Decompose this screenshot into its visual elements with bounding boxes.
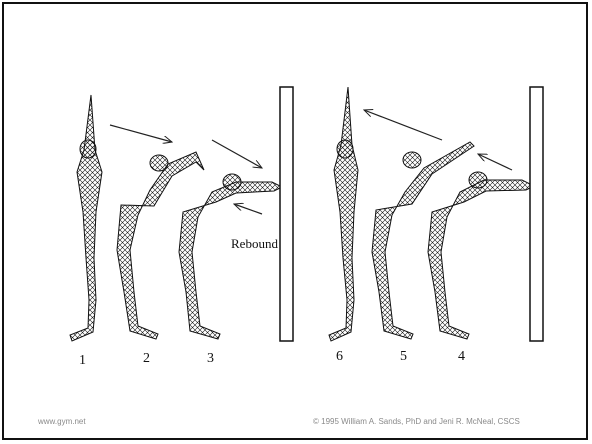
- figure-number-1: 1: [79, 353, 86, 368]
- arrow-1-to-2: [110, 125, 172, 142]
- right-wall: [530, 87, 543, 341]
- left-wall: [280, 87, 293, 341]
- rebound-label: Rebound: [231, 236, 278, 251]
- arrow-2-to-3: [212, 140, 262, 168]
- figure-number-6: 6: [336, 349, 343, 364]
- footer-copyright: © 1995 William A. Sands, PhD and Jeni R.…: [313, 417, 520, 426]
- figure-number-5: 5: [400, 349, 407, 364]
- figure-4: [428, 172, 534, 339]
- figure-1: [70, 95, 102, 341]
- footer-source: www.gym.net: [38, 417, 86, 426]
- figure-5: [372, 142, 474, 339]
- figure-number-2: 2: [143, 351, 150, 366]
- figure-6: [329, 87, 358, 341]
- arrow-rebound: [234, 204, 262, 214]
- arrow-4-to-5: [478, 154, 512, 170]
- figure-number-4: 4: [458, 349, 465, 364]
- figure-number-3: 3: [207, 351, 214, 366]
- figure-3: [179, 174, 282, 339]
- arrow-5-to-6: [364, 110, 442, 140]
